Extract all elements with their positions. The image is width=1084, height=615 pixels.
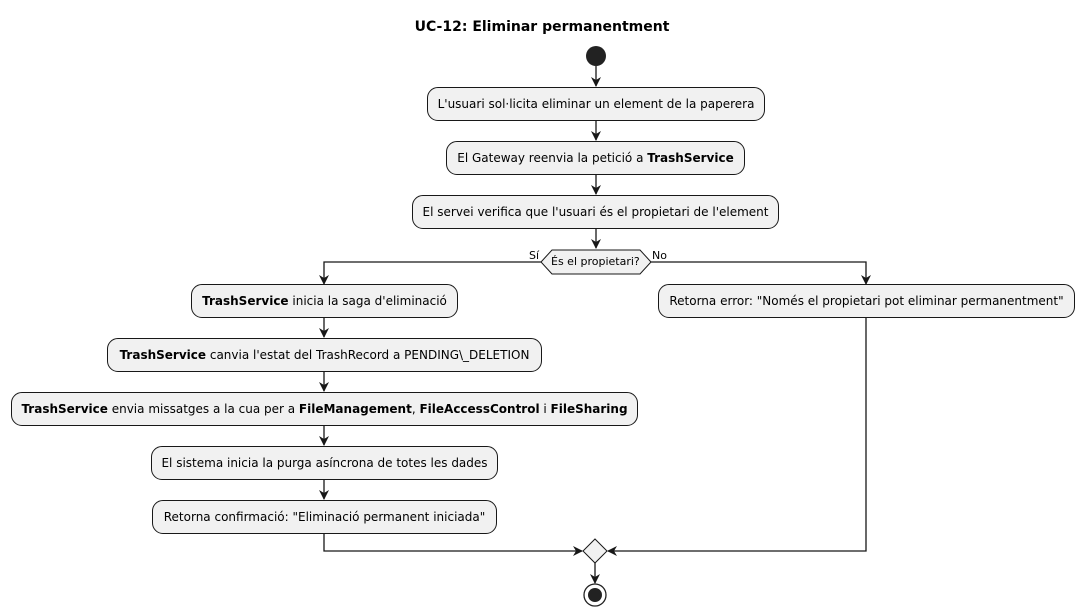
edge-yes [319,261,541,285]
merge-diamond [582,538,608,564]
decision-yes-label: Sí [529,249,540,262]
edge-n1-merge [607,318,867,556]
edge-y5-merge [323,533,583,556]
activity-async-purge: El sistema inicia la purga asíncrona de … [151,446,498,480]
edge-no [651,261,871,285]
activity-return-confirmation: Retorna confirmació: "Eliminació permane… [152,500,497,534]
activity-request: L'usuari sol·licita eliminar un element … [427,87,765,121]
start-node [586,46,606,66]
activity-verify-owner: El servei verifica que l'usuari és el pr… [412,195,779,229]
activity-gateway-forward: El Gateway reenvia la petició a TrashSer… [446,141,745,175]
decision-no-label: No [652,249,667,262]
decision-question: És el propietari? [551,255,640,268]
activity-start-saga: TrashService inicia la saga d'eliminació [191,284,458,318]
activity-change-state: TrashService canvia l'estat del TrashRec… [107,338,542,372]
diagram-title: UC-12: Eliminar permanentment [414,19,670,35]
activity-return-error: Retorna error: "Només el propietari pot … [658,284,1075,318]
activity-send-messages: TrashService envia missatges a la cua pe… [11,392,638,426]
